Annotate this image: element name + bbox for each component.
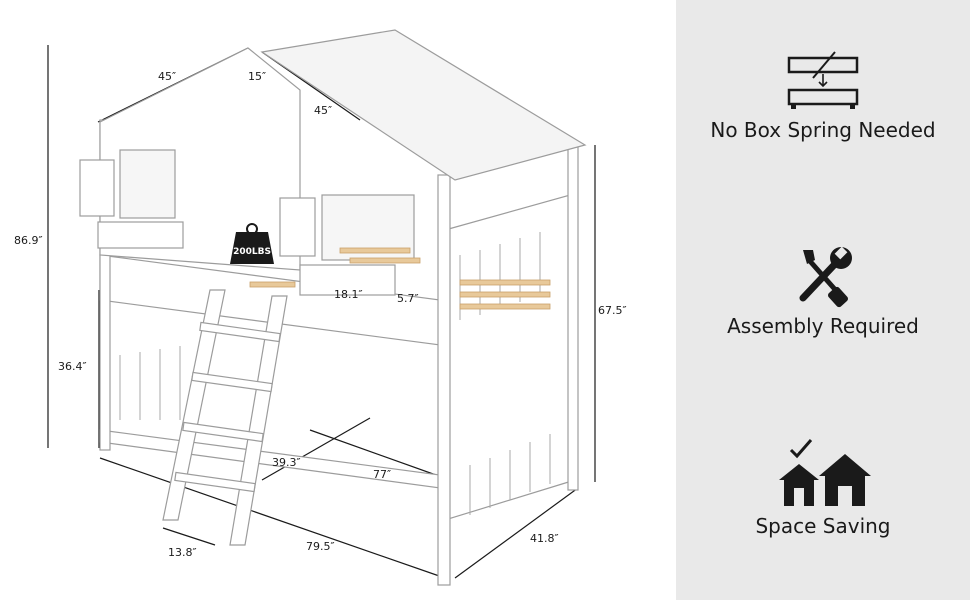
ladder-width-label: 13.8″ — [168, 546, 197, 559]
total-width-line — [454, 487, 579, 579]
roof-length-label: 45″ — [314, 104, 332, 117]
right-height-label: 67.5″ — [598, 304, 627, 317]
inner-width-label: 39.3″ — [272, 456, 301, 469]
weight-badge: 200LBS — [230, 223, 274, 264]
inner-length-label: 77″ — [373, 468, 391, 481]
tools-icon — [799, 246, 852, 308]
total-height-label: 86.9″ — [14, 234, 43, 247]
feature-space-saving: Space Saving — [676, 436, 970, 538]
feature-no-box-spring: No Box Spring Needed — [676, 48, 970, 142]
ladder-width-line — [162, 527, 216, 546]
roof-width-label: 45″ — [158, 70, 176, 83]
feature-label: Assembly Required — [727, 314, 919, 338]
feature-label: Space Saving — [755, 514, 891, 538]
feature-assembly-required: Assembly Required — [676, 244, 970, 338]
feature-label: No Box Spring Needed — [710, 118, 936, 142]
inner-length-line — [309, 429, 451, 481]
features-panel: No Box Spring Needed Assembly Required — [676, 0, 970, 600]
houses-check-icon — [779, 439, 871, 506]
shelf-depth-label: 5.7″ — [397, 292, 419, 305]
no-box-spring-icon — [787, 51, 859, 109]
wooden-slats — [249, 247, 551, 310]
weight-badge-text: 200LBS — [233, 247, 271, 257]
guard-rail-slats — [119, 232, 551, 515]
bunk-bed-illustration: 200LBS 86.9″ 45″ 15″ 45″ 67.5″ 36.4″ 18.… — [14, 29, 627, 586]
total-length-line — [99, 457, 446, 579]
inner-width-line — [261, 417, 371, 481]
bed-frame — [79, 29, 587, 586]
total-width-label: 41.8″ — [530, 532, 559, 545]
lower-height-label: 36.4″ — [58, 360, 87, 373]
window-gap-label: 15″ — [248, 70, 266, 83]
total-length-label: 79.5″ — [306, 540, 335, 553]
shelf-width-label: 18.1″ — [334, 288, 363, 301]
